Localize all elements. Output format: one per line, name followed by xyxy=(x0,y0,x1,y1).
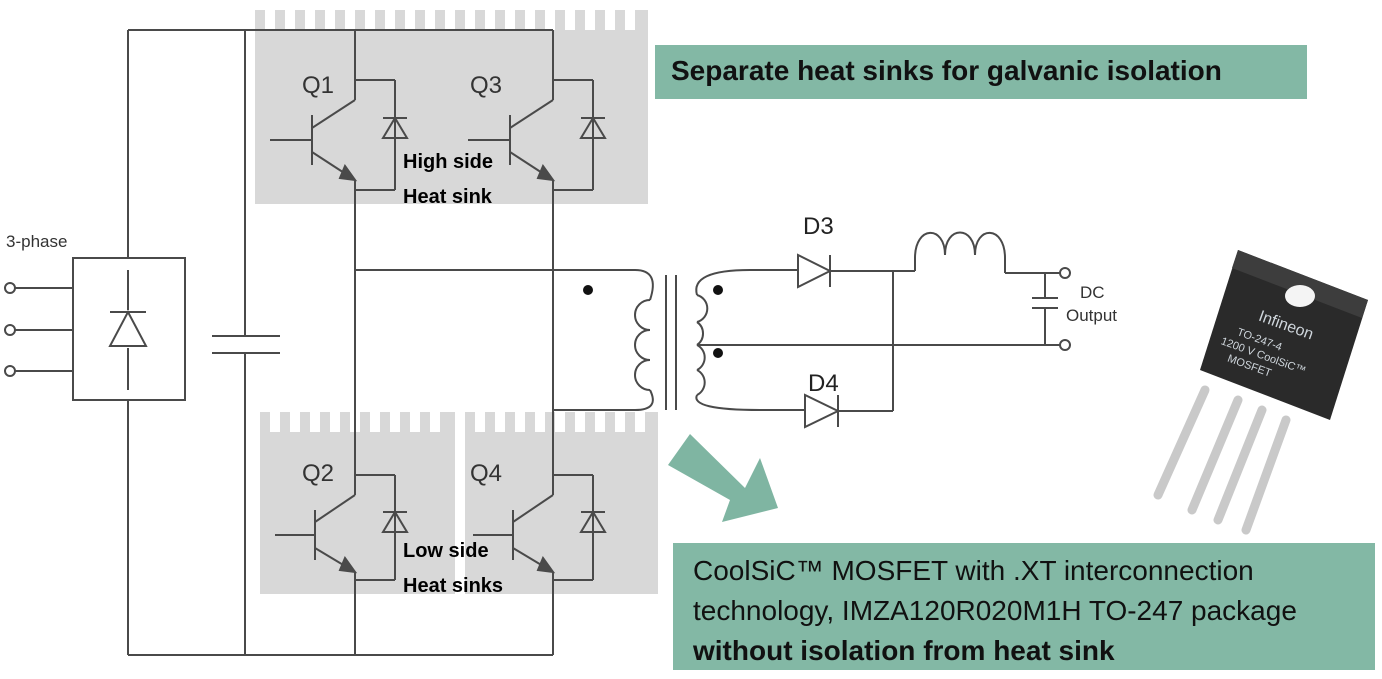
callout-coolsic-line1: CoolSiC™ MOSFET with .XT interconnection xyxy=(693,555,1254,586)
label-high-side: High side xyxy=(403,151,494,173)
label-dc: DC xyxy=(1080,283,1105,302)
arrow-icon xyxy=(668,434,778,522)
callout-coolsic-line3: without isolation from heat sink xyxy=(693,635,1115,666)
label-high-side-heat-sink: Heat sink xyxy=(403,186,492,208)
output-stage xyxy=(750,231,1060,429)
label-d4: D4 xyxy=(808,370,839,397)
high-side-heat-sink xyxy=(255,10,648,204)
callout-isolation: Separate heat sinks for galvanic isolati… xyxy=(655,45,1307,99)
label-output: Output xyxy=(1066,306,1118,325)
callout-coolsic-line2: technology, IMZA120R020M1H TO-247 packag… xyxy=(693,595,1297,626)
switch-q2 xyxy=(275,470,409,581)
label-low-side: Low side xyxy=(403,540,489,562)
switch-q3 xyxy=(468,79,607,195)
callout-bottom-bg xyxy=(673,543,1375,670)
bus-wires xyxy=(8,29,635,656)
label-q4: Q4 xyxy=(470,460,503,487)
switch-q1 xyxy=(270,79,409,195)
label-q2: Q2 xyxy=(302,460,335,487)
transformer xyxy=(634,269,1045,411)
low-side-heat-sink-left xyxy=(260,412,455,594)
label-three-phase: 3-phase xyxy=(6,232,68,251)
output-terminals xyxy=(1059,267,1071,351)
polarity-dots xyxy=(583,285,723,358)
callout-isolation-text: Separate heat sinks for galvanic isolati… xyxy=(671,55,1222,86)
low-side-heat-sink-right xyxy=(465,412,658,594)
label-q1: Q1 xyxy=(302,72,335,99)
label-d3: D3 xyxy=(803,213,834,240)
callout-top-bg xyxy=(655,45,1307,99)
input-terminals xyxy=(4,282,16,377)
label-low-side-heat-sinks: Heat sinks xyxy=(403,575,504,597)
callout-coolsic: CoolSiC™ MOSFET with .XT interconnection… xyxy=(673,543,1375,670)
switch-q4 xyxy=(473,470,607,581)
label-q3: Q3 xyxy=(470,72,503,99)
mosfet-package-image: Infineon TO-247-4 1200 V CoolSiC™ MOSFET xyxy=(1153,250,1368,535)
